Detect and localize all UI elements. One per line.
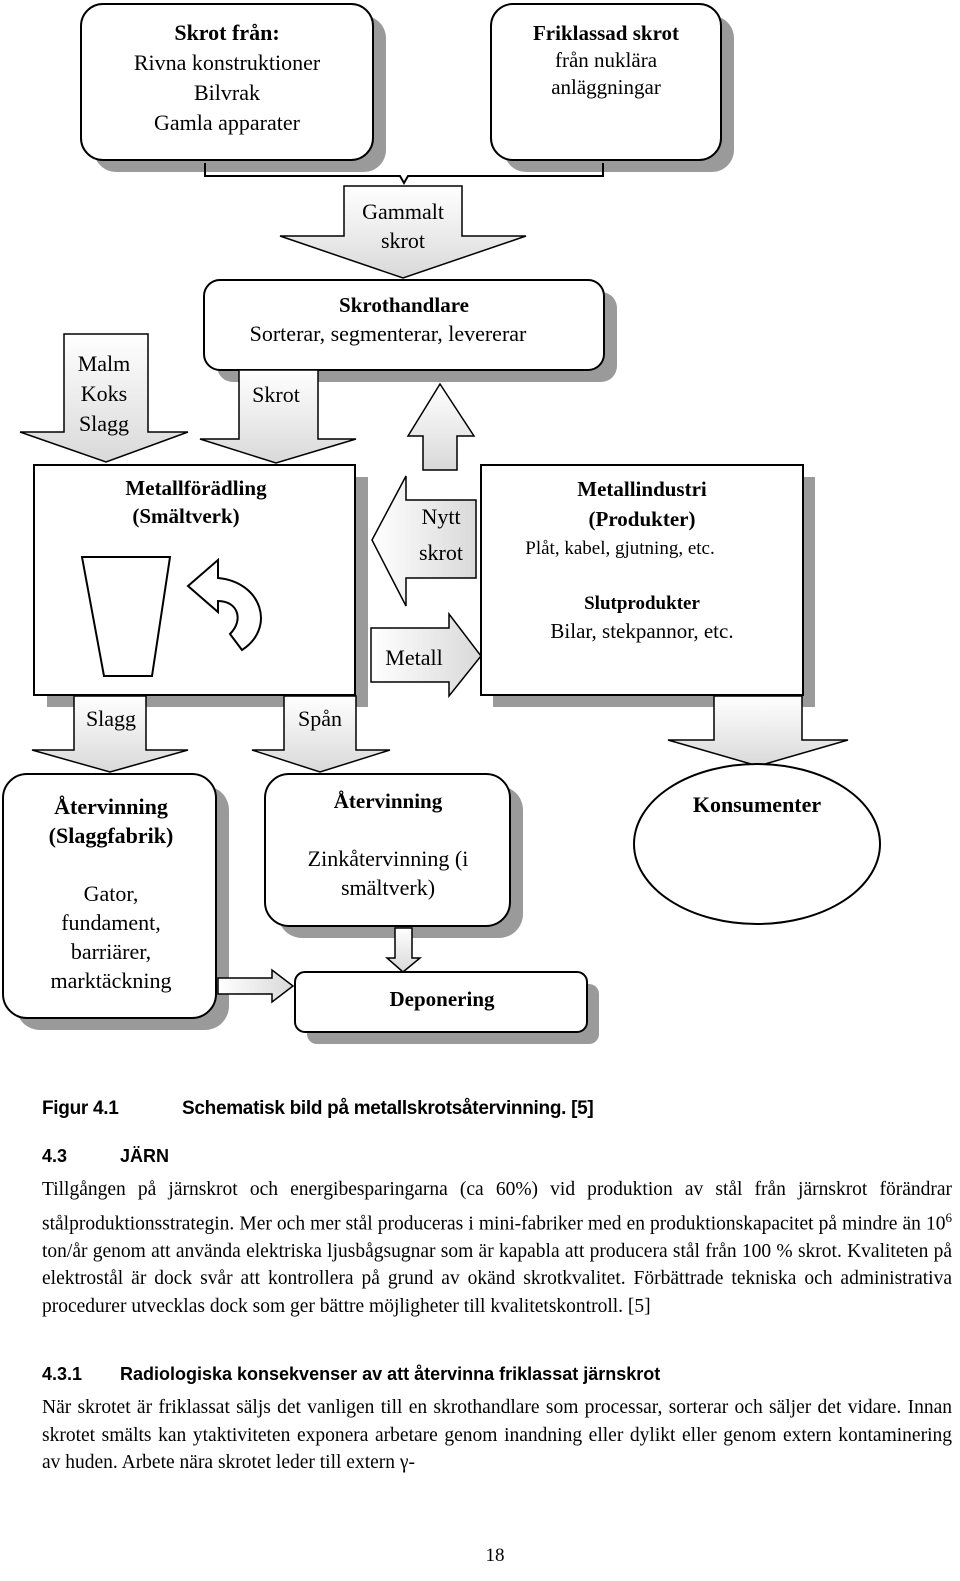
figure-caption: Figur 4.1 Schematisk bild på metallskrots…	[42, 1098, 594, 1120]
exponent: 6	[945, 1209, 953, 1225]
new-scrap-up-arrow	[406, 382, 476, 471]
cleared-scrap-line: från nuklära	[555, 48, 658, 72]
dealer-box: Skrothandlare Sorterar, segmenterar, lev…	[203, 279, 617, 382]
scrap-sources-line: Rivna konstruktioner	[134, 50, 321, 75]
dealer-subtitle: Sorterar, segmenterar, levererar	[250, 321, 527, 346]
subsection-title: Radiologiska konsekvenser av att återvin…	[120, 1364, 661, 1384]
industry-title: (Produkter)	[589, 507, 696, 531]
ore-input-arrow: Malm Koks Slagg	[19, 333, 189, 463]
figure-caption-text: Schematisk bild på metallskrotsåtervinni…	[182, 1098, 594, 1119]
section-title: JÄRN	[120, 1146, 170, 1166]
section-heading: 4.3 JÄRN	[42, 1146, 169, 1167]
paragraph-radiology-text: När skrotet är friklassat säljs det vanl…	[42, 1397, 952, 1473]
paragraph-iron-text-cont: ton/år genom att använda elektriska ljus…	[42, 1240, 952, 1317]
consumer-arrow	[667, 695, 849, 767]
industry-title: Metallindustri	[577, 477, 707, 501]
scrap-sources-box: Skrot från: Rivna konstruktioner Bilvrak…	[80, 3, 386, 172]
scrap-sources-line: Bilvrak	[194, 80, 260, 105]
zinc-recycling-title: Återvinning	[334, 789, 443, 813]
smelter-title: (Smältverk)	[132, 504, 239, 528]
ore-input-label: Koks	[81, 381, 127, 406]
dealer-title: Skrothandlare	[339, 293, 469, 317]
subsection-heading: 4.3.1 Radiologiska konsekvenser av att åt…	[42, 1364, 660, 1385]
consumers-ellipse: Konsumenter	[633, 763, 881, 925]
subsection-number: 4.3.1	[42, 1364, 83, 1384]
scrap-sources-line: Gamla apparater	[154, 110, 301, 135]
slag-recycling-title: Återvinning	[54, 794, 168, 819]
cleared-scrap-box: Friklassad skrot från nuklära anläggning…	[490, 3, 734, 172]
zinc-recycling-detail: Zinkåtervinning (i	[308, 846, 469, 871]
consumers-label: Konsumenter	[693, 792, 822, 817]
ore-input-label: Slagg	[79, 411, 129, 436]
industry-detail: Plåt, kabel, gjutning, etc.	[525, 538, 714, 559]
old-scrap-arrow: Gammalt skrot	[279, 185, 527, 279]
slag-recycling-title: (Slaggfabrik)	[49, 823, 174, 848]
landfill-down-arrow	[385, 927, 423, 973]
page-number: 18	[485, 1545, 505, 1566]
zinc-recycling-box: Återvinning Zinkåtervinning (i smältverk…	[264, 773, 523, 938]
old-scrap-label: skrot	[381, 228, 425, 253]
industry-box: Metallindustri (Produkter) Plåt, kabel, …	[480, 464, 815, 707]
slag-use: barriärer,	[71, 939, 151, 964]
slag-use: fundament,	[61, 910, 161, 935]
recycling-diagram: Skrot från: Rivna konstruktioner Bilvrak…	[2, 3, 881, 1044]
zinc-recycling-detail: smältverk)	[341, 875, 435, 900]
chips-arrow: Spån	[251, 695, 391, 773]
new-scrap-arrow: Nytt skrot	[371, 475, 477, 607]
slag-recycling-box: Återvinning (Slaggfabrik) Gator, fundame…	[2, 773, 229, 1030]
scrap-arrow-label: Skrot	[252, 382, 300, 407]
paragraph-radiology: När skrotet är friklassat säljs det vanl…	[42, 1394, 952, 1477]
old-scrap-label: Gammalt	[362, 199, 444, 224]
smelter-title: Metallförädling	[125, 476, 267, 500]
end-products-detail: Bilar, stekpannor, etc.	[550, 619, 733, 643]
paragraph-iron: Tillgången på järnskrot och energibespar…	[42, 1176, 952, 1320]
landfill-box: Deponering	[294, 971, 599, 1044]
cleared-scrap-line: Friklassad skrot	[533, 21, 679, 45]
slag-use: Gator,	[84, 881, 139, 906]
chips-arrow-label: Spån	[298, 706, 342, 731]
recycle-curve-arrow	[186, 557, 262, 652]
slag-arrow-label: Slagg	[86, 706, 136, 731]
paragraph-iron-text: Tillgången på järnskrot och energibespar…	[42, 1179, 952, 1234]
slag-use: marktäckning	[51, 968, 172, 993]
smelter-box: Metallförädling (Smältverk)	[33, 464, 368, 707]
section-number: 4.3	[42, 1146, 68, 1166]
metal-arrow-label: Metall	[385, 645, 442, 670]
scrap-sources-title: Skrot från:	[174, 20, 279, 45]
new-scrap-label: skrot	[419, 540, 463, 565]
cleared-scrap-line: anläggningar	[551, 75, 661, 99]
ore-input-label: Malm	[78, 351, 131, 376]
slag-to-landfill-arrow	[217, 968, 295, 1004]
slag-arrow: Slagg	[31, 695, 189, 773]
crucible-shape	[80, 556, 172, 677]
new-scrap-label: Nytt	[421, 504, 460, 529]
scrap-arrow: Skrot	[199, 369, 357, 464]
figure-number: Figur 4.1	[42, 1098, 119, 1119]
landfill-label: Deponering	[390, 987, 496, 1011]
end-products-title: Slutprodukter	[584, 593, 700, 614]
merge-brace	[204, 163, 604, 186]
metal-arrow: Metall	[370, 611, 482, 699]
